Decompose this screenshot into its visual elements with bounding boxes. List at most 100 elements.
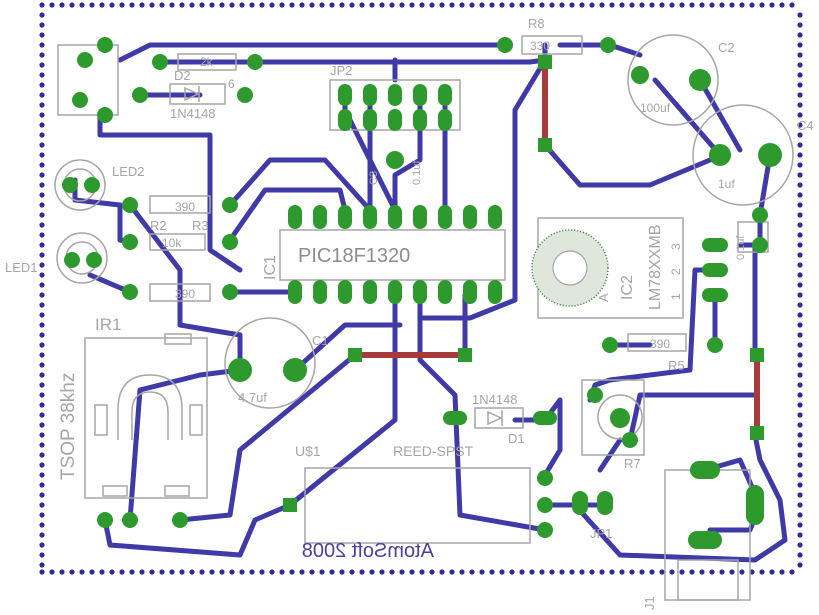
pad <box>438 109 452 131</box>
outline-dot <box>179 569 185 575</box>
outline-dot <box>99 2 105 8</box>
outline-dot <box>797 222 803 228</box>
outline-dot <box>39 232 45 238</box>
outline-dot <box>719 2 725 8</box>
outline-dot <box>39 569 45 575</box>
credit-text: AtomSoft 2008 <box>302 540 434 562</box>
c2-name: C2 <box>718 40 735 55</box>
outline-dot <box>89 2 95 8</box>
r4-body <box>149 283 211 302</box>
outline-dot <box>169 2 175 8</box>
outline-dot <box>797 172 803 178</box>
ir1-lead-b <box>164 485 190 497</box>
outline-dot <box>309 2 315 8</box>
pad <box>537 522 553 538</box>
outline-dot <box>279 569 285 575</box>
r8-name: R8 <box>528 16 545 31</box>
outline-dot <box>39 432 45 438</box>
ic2-pin1: 1 <box>669 293 683 300</box>
outline-dot <box>39 362 45 368</box>
pad <box>386 151 404 169</box>
outline-dot <box>499 2 505 8</box>
pad <box>288 280 302 304</box>
outline-dot <box>797 52 803 58</box>
outline-dot <box>797 72 803 78</box>
outline-dot <box>39 62 45 68</box>
outline-dot <box>797 552 803 558</box>
outline-dot <box>39 382 45 388</box>
ic2-tab: A <box>596 293 611 302</box>
outline-dot <box>419 569 425 575</box>
outline-dot <box>39 422 45 428</box>
pad <box>97 107 113 123</box>
j1-name: J1 <box>642 596 657 610</box>
pad <box>228 358 252 382</box>
outline-dot <box>649 2 655 8</box>
pad <box>283 498 297 512</box>
outline-dot <box>89 569 95 575</box>
outline-dot <box>599 569 605 575</box>
r7-outline <box>581 379 645 456</box>
outline-dot <box>39 2 45 8</box>
pad <box>172 512 188 528</box>
r8-body <box>521 35 583 55</box>
outline-dot <box>759 2 765 8</box>
outline-dot <box>39 302 45 308</box>
outline-dot <box>269 569 275 575</box>
pad <box>122 197 138 213</box>
outline-dot <box>39 172 45 178</box>
outline-dot <box>39 162 45 168</box>
trace-ic-mid <box>417 292 548 533</box>
outline-dot <box>379 569 385 575</box>
led1-name: LED1 <box>5 260 38 275</box>
outline-dot <box>39 92 45 98</box>
outline-dot <box>79 569 85 575</box>
pad <box>363 84 377 106</box>
r6-body <box>177 53 237 71</box>
outline-dot <box>709 569 715 575</box>
outline-dot <box>519 2 525 8</box>
outline-dot <box>569 2 575 8</box>
pad <box>413 109 427 131</box>
pad <box>438 205 452 229</box>
outline-dot <box>149 569 155 575</box>
r1-value: 390 <box>175 200 195 214</box>
outline-dot <box>39 252 45 258</box>
outline-dot <box>499 569 505 575</box>
outline-dot <box>797 442 803 448</box>
outline-dot <box>797 302 803 308</box>
jumper-wires <box>355 62 760 433</box>
pad <box>222 197 238 213</box>
outline-dot <box>797 152 803 158</box>
ir1-lead-a <box>102 485 128 497</box>
pad <box>688 531 722 549</box>
outline-dot <box>459 569 465 575</box>
outline-dot <box>39 542 45 548</box>
outline-dot <box>219 569 225 575</box>
outline-dot <box>797 82 803 88</box>
outline-dot <box>39 22 45 28</box>
r4-value: 390 <box>175 287 195 301</box>
outline-dot <box>797 202 803 208</box>
outline-dot <box>609 2 615 8</box>
outline-dot <box>119 569 125 575</box>
outline-dot <box>639 2 645 8</box>
outline-dot <box>359 569 365 575</box>
outline-dot <box>709 2 715 8</box>
outline-dot <box>369 569 375 575</box>
pad <box>538 138 552 152</box>
outline-dot <box>797 212 803 218</box>
outline-dot <box>739 2 745 8</box>
outline-dot <box>389 569 395 575</box>
outline-dot <box>189 569 195 575</box>
pad <box>533 411 557 425</box>
c3-name: C3 <box>368 171 380 185</box>
outline-dot <box>509 2 515 8</box>
outline-dot <box>797 62 803 68</box>
outline-dot <box>399 569 405 575</box>
outline-dot <box>539 2 545 8</box>
pad <box>363 205 377 229</box>
outline-dot <box>797 282 803 288</box>
outline-dot <box>399 2 405 8</box>
